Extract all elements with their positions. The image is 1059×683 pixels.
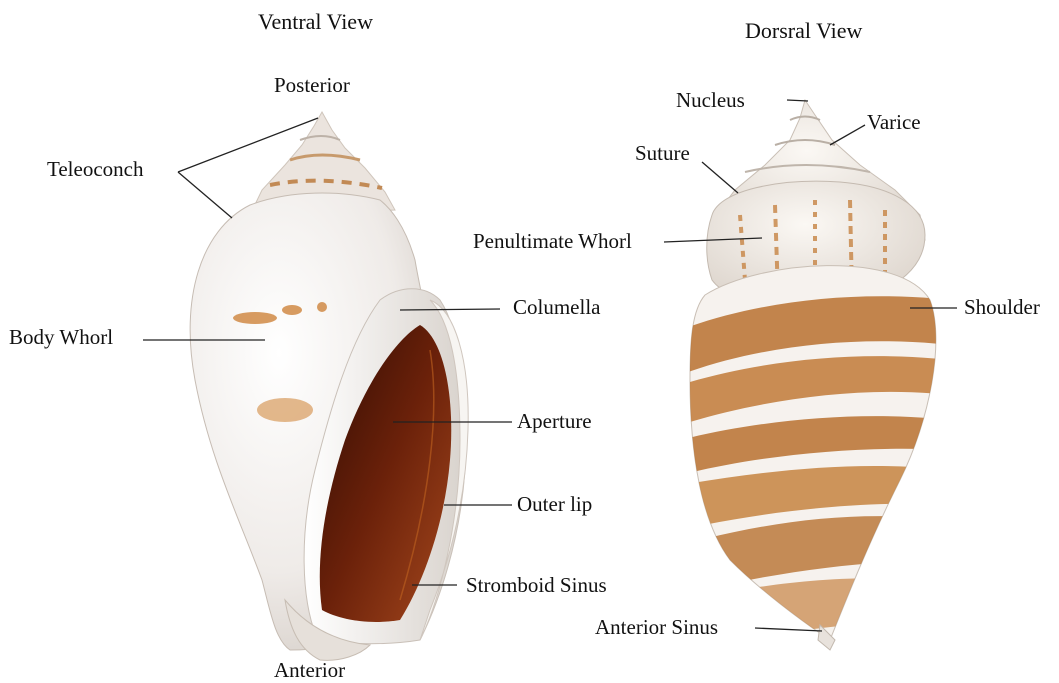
label-posterior: Posterior xyxy=(274,75,350,96)
label-outer-lip: Outer lip xyxy=(517,494,592,515)
label-nucleus: Nucleus xyxy=(676,90,745,111)
label-columella: Columella xyxy=(513,297,601,318)
dorsal-shell xyxy=(680,100,950,650)
dorsal-view-title: Dorsral View xyxy=(745,18,862,44)
label-anterior-sinus: Anterior Sinus xyxy=(595,617,718,638)
label-aperture: Aperture xyxy=(517,411,592,432)
label-penultimate-whorl: Penultimate Whorl xyxy=(473,231,632,252)
label-shoulder: Shoulder xyxy=(964,297,1040,318)
label-body-whorl: Body Whorl xyxy=(9,327,113,348)
label-teleoconch: Teleoconch xyxy=(47,159,143,180)
label-varice: Varice xyxy=(867,112,921,133)
ventral-view-title: Ventral View xyxy=(258,9,373,35)
label-stromboid-sinus: Stromboid Sinus xyxy=(466,575,607,596)
ventral-shell xyxy=(190,112,468,660)
label-suture: Suture xyxy=(635,143,690,164)
label-anterior: Anterior xyxy=(274,660,345,681)
